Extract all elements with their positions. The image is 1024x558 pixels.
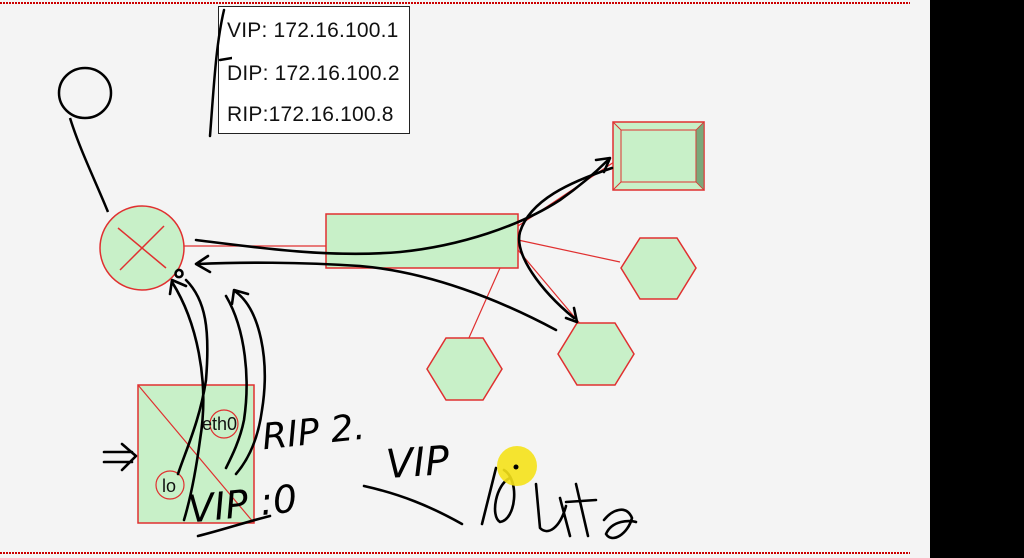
- dip-address-label: DIP: 172.16.100.2: [227, 62, 400, 85]
- ink-request-arrowhead: [594, 156, 612, 174]
- ip-info-box: VIP: 172.16.100.1 DIP: 172.16.100.2 RIP:…: [218, 6, 410, 134]
- ink-underline-1: [362, 484, 464, 526]
- server-node-bevel: [695, 121, 705, 191]
- ink-branch-curve: [517, 166, 614, 320]
- vip-address-label: VIP: 172.16.100.1: [227, 19, 399, 42]
- ink-small-o: [174, 268, 184, 279]
- server-node-corner-1: [612, 121, 622, 131]
- switch-node: [325, 213, 519, 269]
- ink-curve-4: [224, 294, 248, 470]
- annotation-vip: VIP: [384, 437, 451, 489]
- client-body: [68, 117, 110, 213]
- server-node-corner-2: [612, 181, 622, 191]
- ink-curve-3: [234, 290, 266, 476]
- rip-address-label: RIP:172.16.100.8: [227, 103, 394, 126]
- link-switch-hex-right: [517, 239, 621, 263]
- eth0-interface: [209, 409, 239, 439]
- ink-double-arrow: [102, 442, 138, 472]
- right-black-bar: [930, 0, 1024, 558]
- link-switch-hex-left: [467, 267, 501, 341]
- ink-request-arrow: [194, 158, 610, 256]
- hex-node-left: [426, 337, 503, 401]
- ink-curve-2: [176, 278, 209, 476]
- real-server-diagonal: [137, 384, 255, 524]
- client-head: [57, 66, 113, 120]
- ink-strokes: [102, 156, 638, 540]
- router-cross-2: [119, 225, 165, 271]
- hex-node-mid: [557, 322, 635, 386]
- info-box-bracket: [208, 8, 232, 138]
- ink-curve-1: [170, 280, 205, 522]
- link-switch-hex-mid: [517, 249, 583, 327]
- ink-curve-3-head: [230, 288, 250, 306]
- annotation-route: route: [498, 486, 638, 542]
- ink-return-arrow: [196, 261, 558, 332]
- lo-interface: [155, 470, 185, 500]
- ink-branch-arrowhead: [564, 306, 579, 324]
- ink-return-arrowhead: [194, 254, 212, 274]
- ink-route-strokes: [480, 466, 638, 540]
- ink-underline-2: [196, 514, 272, 538]
- cursor-dot: [513, 464, 519, 470]
- eth0-label: eth0: [202, 414, 238, 434]
- ink-curve-1-head: [168, 278, 188, 296]
- lo-label: lo: [162, 476, 177, 496]
- server-node-inner: [620, 129, 697, 183]
- hex-node-right: [620, 237, 697, 300]
